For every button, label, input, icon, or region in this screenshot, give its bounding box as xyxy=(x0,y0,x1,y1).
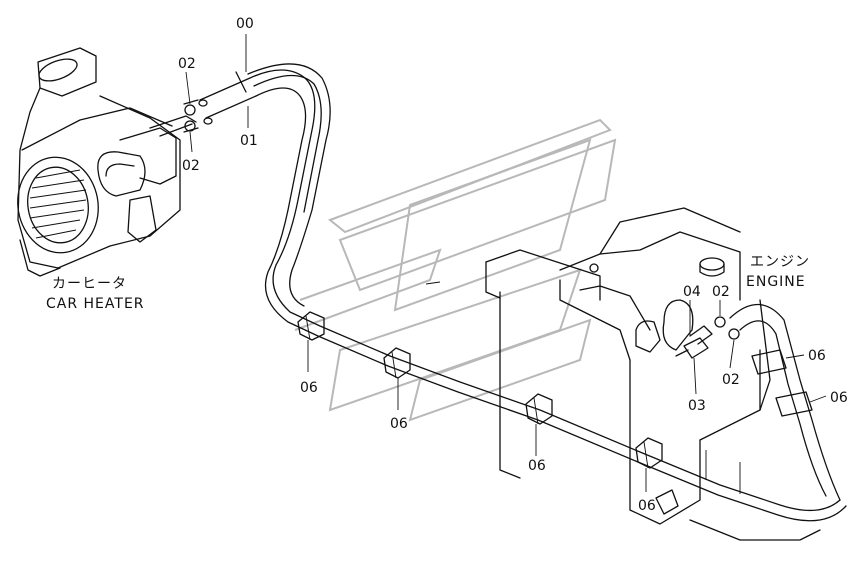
engine-hose-loop xyxy=(729,303,841,501)
callout-06-f: 06 xyxy=(830,390,848,406)
caption-engine-en: ENGINE xyxy=(746,274,806,290)
heater-hose-assembly xyxy=(198,63,847,522)
callout-02-right-top: 02 xyxy=(712,284,730,300)
caption-heater-jp: カーヒータ xyxy=(52,276,127,292)
callout-00: 00 xyxy=(236,16,254,32)
callout-03: 03 xyxy=(688,398,706,414)
callout-02-top: 02 xyxy=(178,56,196,72)
hose-clamp-06-d xyxy=(635,437,663,469)
caption-heater-en: CAR HEATER xyxy=(46,296,145,312)
watermark-logo xyxy=(294,118,617,422)
callout-02-mid: 02 xyxy=(182,158,200,174)
callout-06-a: 06 xyxy=(300,380,318,396)
caption-engine-jp: エンジン xyxy=(750,254,810,270)
hose-clamp-06-b xyxy=(383,347,411,379)
callout-06-e: 06 xyxy=(808,348,826,364)
callout-06-d: 06 xyxy=(638,498,656,514)
callout-04: 04 xyxy=(683,284,701,300)
hose-clamp-06-a xyxy=(297,311,325,341)
callout-02-right-bottom: 02 xyxy=(722,372,740,388)
leader-lines xyxy=(185,34,827,492)
captions: カーヒータ CAR HEATER エンジン ENGINE xyxy=(46,254,810,312)
heater-hose-clamps xyxy=(183,99,199,133)
callout-labels: 00 01 02 02 02 02 03 04 06 06 06 06 06 0… xyxy=(178,16,848,514)
callout-06-b: 06 xyxy=(390,416,408,432)
engine-block xyxy=(485,207,821,541)
engine-fittings xyxy=(675,316,740,359)
callout-06-c: 06 xyxy=(528,458,546,474)
hose-clamp-06-c xyxy=(525,393,553,425)
callout-01: 01 xyxy=(240,133,258,149)
car-heater-unit xyxy=(17,47,197,277)
